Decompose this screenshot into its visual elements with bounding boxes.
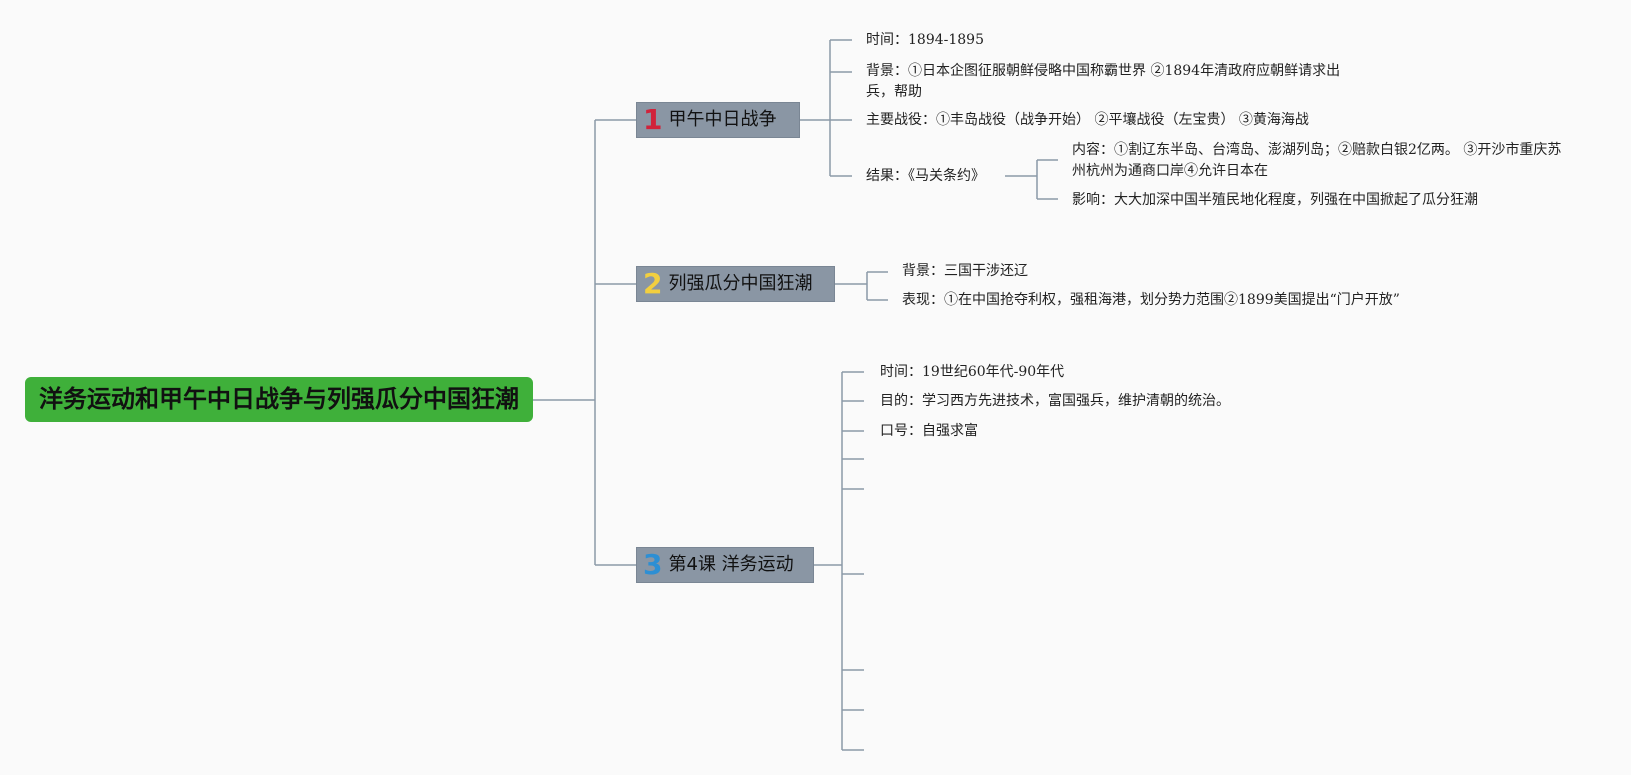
branch-title: 列强瓜分中国狂潮 (668, 273, 813, 294)
leaf-background[interactable]: 背景：①日本企图征服朝鲜侵略中国称霸世界 ②1894年清政府应朝鲜请求出兵，帮助 (866, 63, 1341, 100)
leaf-result-impact[interactable]: 影响：大大加深中国半殖民地化程度，列强在中国掀起了瓜分狂潮 (1072, 192, 1478, 208)
leaf-purpose[interactable]: 目的：学习西方先进技术，富国强兵，维护清朝的统治。 (880, 393, 1230, 409)
branch-title: 第4课 洋务运动 (668, 554, 794, 575)
leaf-time[interactable]: 时间：1894-1895 (866, 32, 984, 48)
number-three-icon: 3 (643, 548, 663, 581)
root-topic[interactable]: 洋务运动和甲午中日战争与列强瓜分中国狂潮 (25, 377, 533, 422)
branch-title: 甲午中日战争 (668, 109, 777, 130)
leaf-background[interactable]: 背景：三国干涉还辽 (902, 263, 1028, 279)
leaf-slogan[interactable]: 口号：自强求富 (880, 423, 978, 439)
leaf-result[interactable]: 结果：《马关条约》 (866, 168, 985, 184)
leaf-manifestation[interactable]: 表现：①在中国抢夺利权，强租海港，划分势力范围②1899美国提出“门户开放” (902, 292, 1400, 308)
leaf-battles[interactable]: 主要战役：①丰岛战役（战争开始） ②平壤战役（左宝贵） ③黄海海战 (866, 112, 1309, 128)
number-two-icon: 2 (643, 267, 663, 300)
leaf-time[interactable]: 时间：19世纪60年代-90年代 (880, 364, 1065, 380)
number-one-icon: 1 (643, 103, 663, 136)
leaf-result-content[interactable]: 内容：①割辽东半岛、台湾岛、澎湖列岛；②赔款白银2亿两。 ③开沙市重庆苏州杭州为… (1072, 142, 1562, 179)
